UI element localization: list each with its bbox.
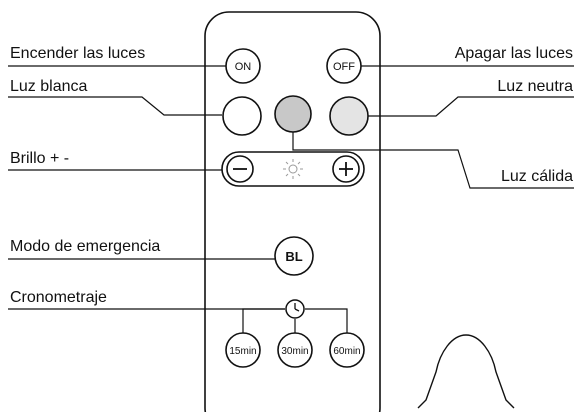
off-button[interactable]: OFF [326,48,362,84]
timer-30min-label: 30min [281,346,308,357]
label-modo-emergencia: Modo de emergencia [10,238,160,255]
clock-icon [285,299,305,319]
plus-icon[interactable] [332,155,360,183]
minus-icon[interactable] [226,155,254,183]
bl-button-label: BL [285,249,302,264]
leader-lines [8,65,574,333]
leader-luz-calida [292,132,574,189]
neutral-light-button[interactable] [329,96,369,136]
label-cronometraje: Cronometraje [10,289,107,306]
warm-light-button[interactable] [274,95,312,133]
on-button[interactable]: ON [225,48,261,84]
timer-30min-button[interactable]: 30min [277,332,313,368]
white-light-button[interactable] [222,96,262,136]
bl-button[interactable]: BL [274,236,314,276]
timer-15min-label: 15min [229,346,256,357]
label-encender: Encender las luces [10,45,145,62]
label-brillo: Brillo + - [10,150,69,167]
brightness-control [221,151,365,187]
timer-bracket [242,308,348,333]
leader-luz-neutra [368,96,574,117]
bulb-icon [417,334,515,409]
label-luz-neutra: Luz neutra [497,78,573,95]
label-luz-blanca: Luz blanca [10,78,87,95]
sun-icon [283,159,303,179]
off-button-label: OFF [333,61,355,73]
leader-luz-blanca [8,96,222,116]
timer-60min-button[interactable]: 60min [329,332,365,368]
label-luz-calida: Luz cálida [501,168,573,185]
timer-15min-button[interactable]: 15min [225,332,261,368]
on-button-label: ON [235,61,252,73]
timer-60min-label: 60min [333,346,360,357]
label-apagar: Apagar las luces [455,45,573,62]
